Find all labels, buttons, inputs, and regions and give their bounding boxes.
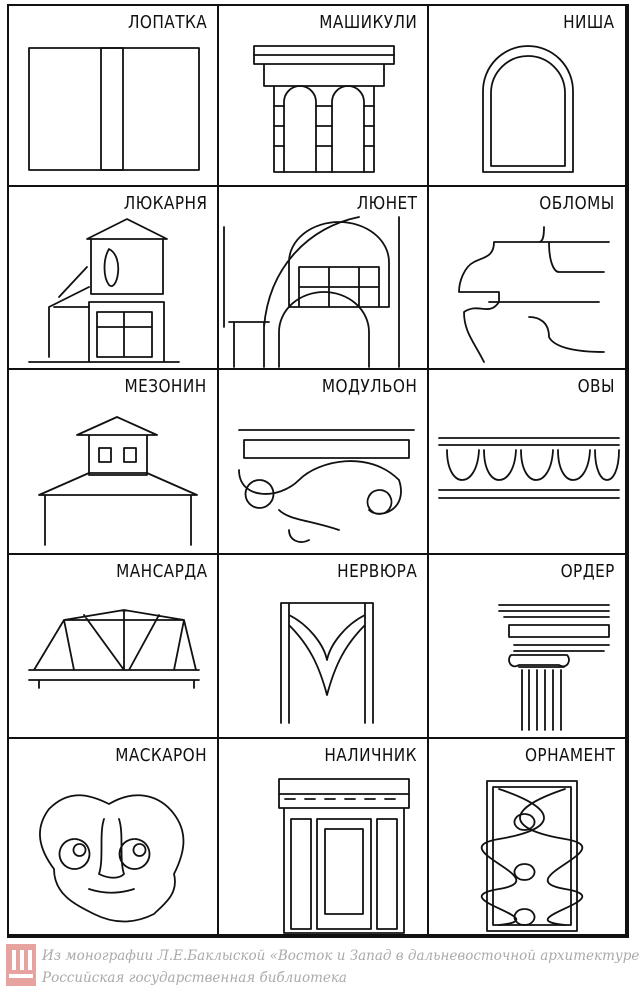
cell-nalichnik: НАЛИЧНИК <box>219 739 429 936</box>
library-logo-icon <box>6 944 36 986</box>
term-label: МОДУЛЬОН <box>321 376 417 397</box>
term-label: НИША <box>563 12 615 33</box>
cell-mashikuli: МАШИКУЛИ <box>219 6 429 187</box>
architrave-drawing <box>278 778 410 934</box>
mezzanine-drawing <box>38 416 198 546</box>
ornament-drawing <box>480 780 584 932</box>
term-label: МАНСАРДА <box>115 561 207 582</box>
order-drawing <box>498 604 610 731</box>
cell-mansarda: МАНСАРДА <box>9 555 219 739</box>
term-label: МЕЗОНИН <box>124 376 207 397</box>
pilaster-drawing <box>28 47 200 171</box>
modillion-drawing <box>238 429 415 543</box>
cell-lopatka: ЛОПАТКА <box>9 6 219 187</box>
cell-ornament: ОРНАМЕНТ <box>429 739 627 936</box>
cell-modulon: МОДУЛЬОН <box>219 370 429 555</box>
dormer-drawing <box>28 218 180 363</box>
cell-ovy: ОВЫ <box>429 370 627 555</box>
source-credit: Из монографии Л.Е.Баклыской «Восток и За… <box>0 940 639 1000</box>
moldings-drawing <box>458 226 610 363</box>
mascaron-drawing <box>39 794 185 923</box>
credit-line-1: Из монографии Л.Е.Баклыской «Восток и За… <box>42 948 639 964</box>
term-label: ОВЫ <box>577 376 615 397</box>
niche-drawing <box>482 45 574 173</box>
term-label: МАСКАРОН <box>115 745 207 766</box>
term-label: ОБЛОМЫ <box>539 193 615 214</box>
cell-oblomy: ОБЛОМЫ <box>429 187 627 370</box>
term-label: НАЛИЧНИК <box>324 745 417 766</box>
rib-vault-drawing <box>280 602 374 724</box>
credit-line-2: Российская государственная библиотека <box>42 970 347 986</box>
mansard-drawing <box>28 609 200 689</box>
term-label: МАШИКУЛИ <box>318 12 417 33</box>
machicolation-drawing <box>253 45 395 173</box>
cell-order: ОРДЕР <box>429 555 627 739</box>
term-label: ОРНАМЕНТ <box>524 745 615 766</box>
cell-lyukarnya: ЛЮКАРНЯ <box>9 187 219 370</box>
cell-nervyura: НЕРВЮРА <box>219 555 429 739</box>
cell-maskaron: МАСКАРОН <box>9 739 219 936</box>
lunette-drawing <box>223 216 400 368</box>
cell-lyunet: ЛЮНЕТ <box>219 187 429 370</box>
cell-nisha: НИША <box>429 6 627 187</box>
ovolo-drawing <box>438 437 620 499</box>
architectural-terms-grid: ЛОПАТКА МАШИКУЛИ НИША ЛЮКАРНЯ ЛЮНЕТ ОБЛО… <box>7 4 629 938</box>
cell-mezonin: МЕЗОНИН <box>9 370 219 555</box>
term-label: ЛЮКАРНЯ <box>123 193 207 214</box>
term-label: ЛОПАТКА <box>127 12 207 33</box>
term-label: НЕРВЮРА <box>336 561 417 582</box>
term-label: ЛЮНЕТ <box>356 193 417 214</box>
term-label: ОРДЕР <box>560 561 615 582</box>
